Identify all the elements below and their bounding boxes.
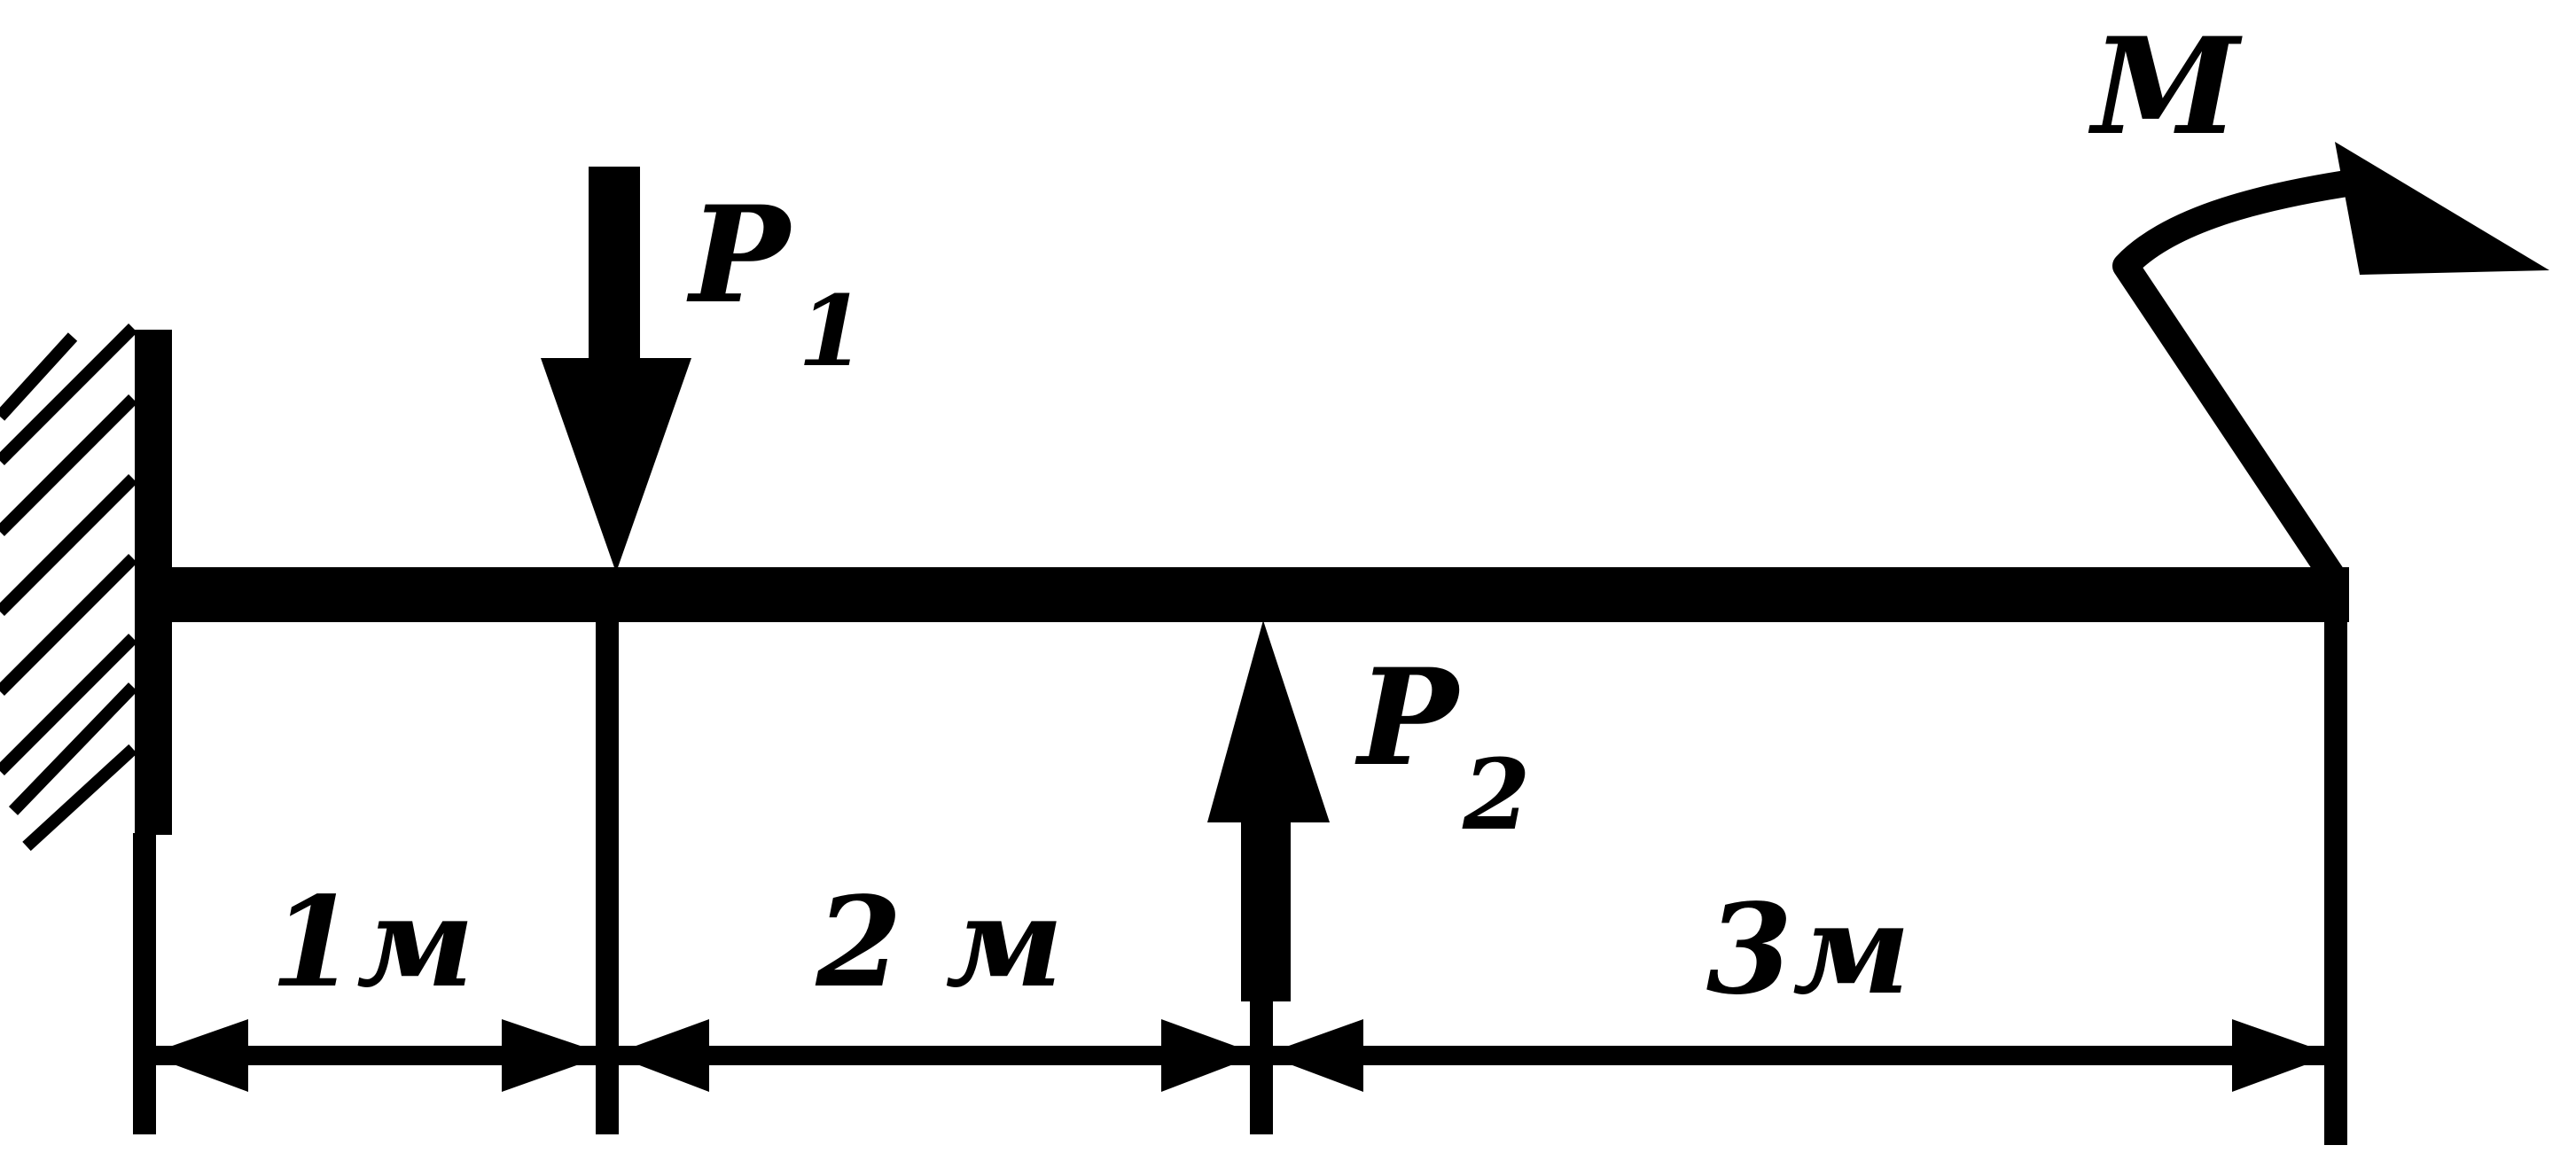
force-p1-shaft (589, 167, 640, 362)
force-p2-symbol: P (1354, 640, 1462, 796)
moment-arc (2112, 168, 2371, 593)
dimension-line (142, 1019, 2337, 1092)
force-p2-label: P 2 (1354, 640, 1531, 852)
force-p1-subscript: 1 (798, 274, 866, 388)
dimension-label-2: 2 м (815, 870, 1063, 1016)
extension-line-wall (133, 833, 156, 1134)
fixed-support (0, 323, 172, 852)
wall-line (135, 330, 172, 835)
force-p1-arrowhead (541, 358, 691, 573)
force-p1-arrow (541, 167, 691, 573)
force-p2-shaft (1241, 819, 1291, 1001)
force-p2-arrow (1207, 620, 1330, 1001)
force-p2-arrowhead (1207, 620, 1330, 822)
beam (168, 567, 2349, 622)
force-p1-symbol: P (686, 177, 793, 333)
dimension-labels: 1м 2 м 3м (270, 870, 1911, 1023)
wall-hatching (0, 323, 138, 852)
dimension-label-3: 3м (1706, 877, 1911, 1023)
moment-arrowhead (2335, 142, 2549, 275)
dimension-label-1: 1м (270, 870, 475, 1016)
force-p2-subscript: 2 (1462, 737, 1531, 852)
dimension-arrowheads (147, 1019, 2333, 1092)
extension-line-p2 (1250, 1000, 1273, 1134)
force-p1-label: P 1 (686, 177, 866, 388)
moment-label: M (2088, 9, 2243, 165)
extension-line-end (2324, 620, 2347, 1145)
moment-arrow (2112, 142, 2549, 593)
